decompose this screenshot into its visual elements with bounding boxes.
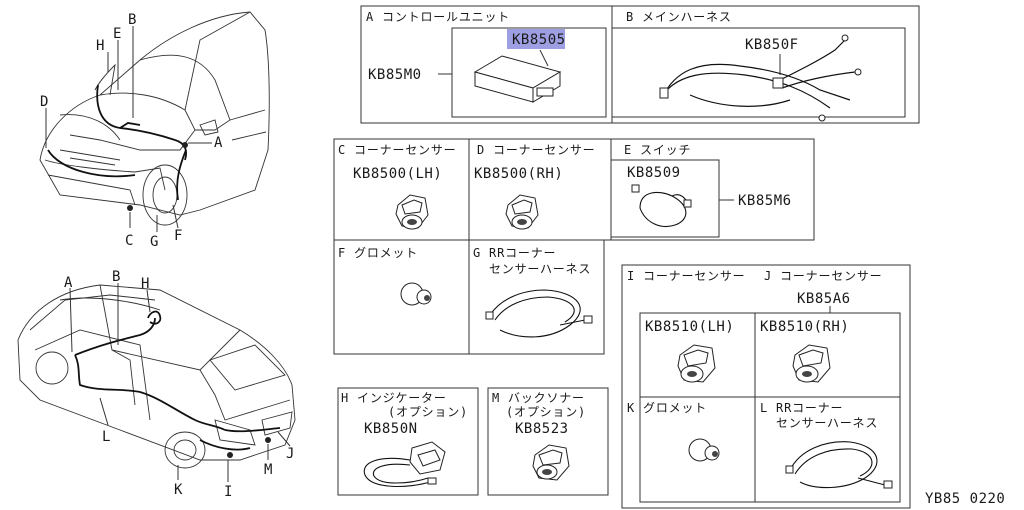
corner-sensor-j-part [792,344,831,383]
callout-h-top: H [96,38,105,54]
callout-a-bottom: A [64,275,73,291]
panel-cde: C コーナーセンサー D コーナーセンサー E スイッチ KB8500(LH) … [333,138,815,241]
callout-m-bottom: M [264,462,273,478]
panel-ijkl: I コーナーセンサー J コーナーセンサー KB85A6 KB8510(LH) … [621,264,911,509]
part-kb8510-lh[interactable]: KB8510(LH) [645,319,734,335]
panel-k-title: K グロメット [627,401,707,415]
front-car-callouts: B E H D A C G F [40,12,223,250]
panel-g-title-l2: センサーハーネス [489,262,591,276]
panel-i-title: I コーナーセンサー [627,269,745,283]
part-kb8505[interactable]: KB8505 [512,32,566,48]
part-kb8510-rh[interactable]: KB8510(RH) [760,319,849,335]
back-sonar-part [532,444,570,481]
panel-h: H インジケーター (オプション) KB850N [337,387,479,496]
grommet-f-part [400,282,432,306]
panel-l-title-l2: センサーハーネス [776,416,878,430]
grommet-k-part [688,438,720,462]
rear-car-illustration [17,284,296,469]
part-kb850f[interactable]: KB850F [745,37,799,53]
callout-c-top: C [125,233,134,249]
switch-part [631,184,692,227]
part-kb8500-lh[interactable]: KB8500(LH) [353,166,442,182]
panel-j-title: J コーナーセンサー [764,269,882,283]
panel-g-title-l1: G RRコーナー [473,246,556,260]
diagram-code: YB85 0220 [925,491,1005,507]
panel-m-title-l1: M バックソナー [492,391,585,405]
panel-b-title: B メインハーネス [626,10,732,24]
control-unit-part [473,49,562,103]
callout-l-bottom: L [102,429,111,445]
panel-e-title: E スイッチ [624,143,691,157]
part-highlight [507,29,565,49]
callout-a-top: A [214,135,223,151]
callout-k-bottom: K [174,482,183,498]
part-kb8500-rh[interactable]: KB8500(RH) [474,166,563,182]
ref-kb85m0[interactable]: KB85M0 [368,67,422,83]
panel-h-title-l1: H インジケーター [341,391,447,405]
panel-a-title: A コントロールユニット [366,10,510,24]
front-car-illustration [39,11,270,226]
part-kb8509[interactable]: KB8509 [627,165,681,181]
callout-i-bottom: I [224,484,233,500]
panel-ab: A コントロールユニット B メインハーネス KB8505 KB85M0 KB8… [360,5,920,124]
callout-g-top: G [150,234,159,250]
rr-corner-harness-g-part [485,289,593,338]
panel-f-title: F グロメット [338,246,418,260]
part-kb850n[interactable]: KB850N [364,421,418,437]
panel-l-title-l1: L RRコーナー [760,401,843,415]
indicator-part [363,441,446,488]
panel-c-title: C コーナーセンサー [338,143,456,157]
rr-corner-harness-l-part [785,441,893,489]
callout-f-top: F [174,228,183,244]
callout-b-bottom: B [112,269,121,285]
ref-kb85m6[interactable]: KB85M6 [738,193,792,209]
part-kb8523[interactable]: KB8523 [515,421,569,437]
callout-e-top: E [113,26,122,42]
corner-sensor-rh-part [505,194,539,230]
panel-m-title-l2: (オプション) [506,405,586,419]
callout-h-bottom: H [141,276,150,292]
panel-d-title: D コーナーセンサー [477,143,595,157]
panel-h-title-l2: (オプション) [388,405,468,419]
callout-j-bottom: J [286,446,295,462]
panel-fg: F グロメット G RRコーナー センサーハーネス [333,239,605,355]
rear-car-callouts: A B H L K I M J [64,269,295,500]
panel-m: M バックソナー (オプション) KB8523 [487,387,609,496]
ref-kb85a6[interactable]: KB85A6 [797,291,851,307]
main-harness-part [659,34,862,122]
callout-d-top: D [40,94,49,110]
callout-b-top: B [128,12,137,28]
corner-sensor-i-part [677,344,716,383]
corner-sensor-lh-part [395,194,429,230]
